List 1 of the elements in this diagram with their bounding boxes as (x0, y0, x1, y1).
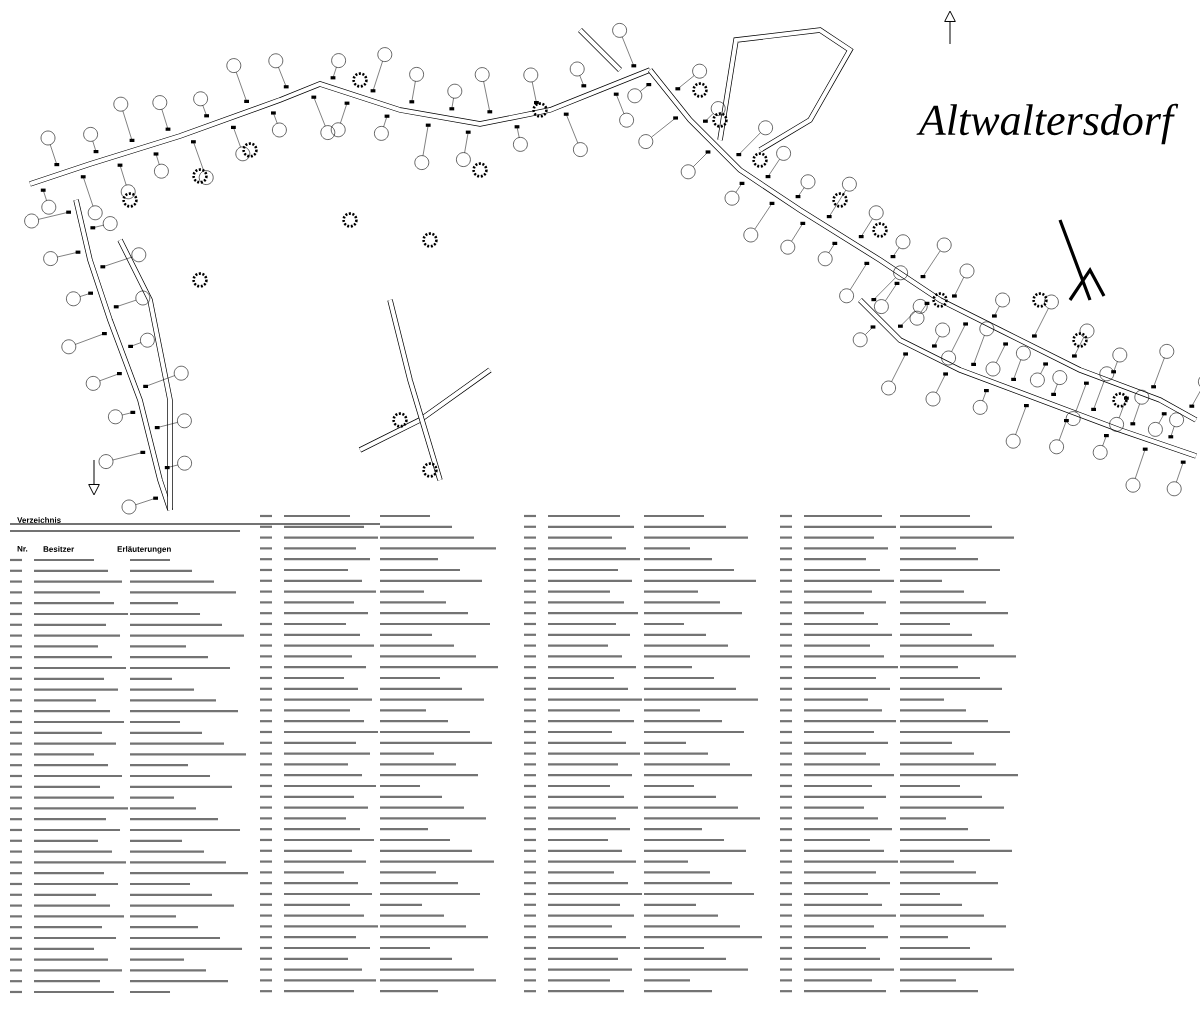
map-title: Altwaltersdorf (916, 103, 1179, 145)
